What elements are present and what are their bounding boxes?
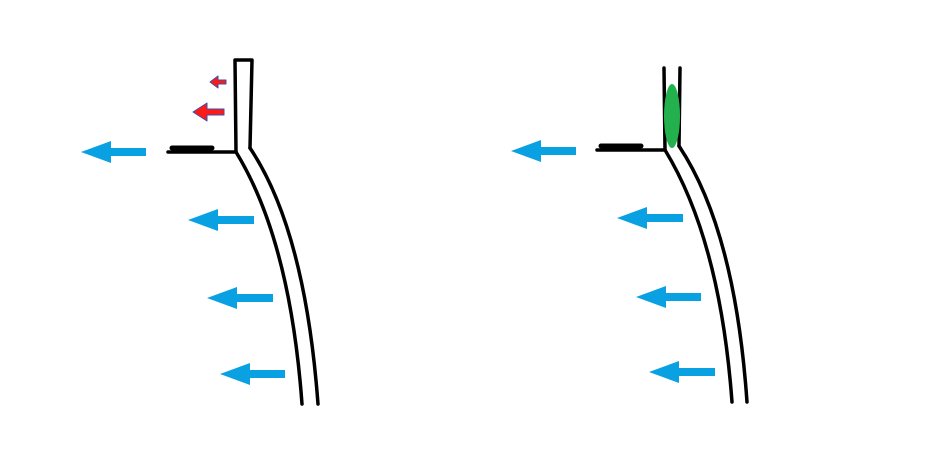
pipe-wall-outer bbox=[677, 144, 749, 404]
left-panel bbox=[81, 58, 320, 406]
pipe-wall-inner bbox=[663, 148, 734, 404]
flow-arrow bbox=[636, 286, 701, 308]
flow-arrow bbox=[511, 140, 576, 162]
flow-arrow bbox=[81, 141, 146, 163]
flow-arrow bbox=[220, 363, 285, 385]
flow-arrow bbox=[207, 287, 273, 309]
force-arrow-small bbox=[209, 75, 227, 89]
pipe-wall-outer bbox=[248, 146, 320, 406]
seal-plug bbox=[664, 84, 680, 148]
force-arrow-large bbox=[192, 102, 225, 122]
pipe-wall-inner bbox=[234, 150, 304, 406]
left-force-arrows bbox=[192, 75, 227, 122]
left-flow-arrows bbox=[81, 141, 285, 385]
flow-arrow bbox=[617, 207, 683, 229]
right-flow-arrows bbox=[511, 140, 715, 383]
flow-arrow bbox=[649, 361, 715, 383]
right-panel bbox=[511, 66, 749, 404]
upper-stub-tube bbox=[233, 58, 254, 154]
flow-arrow bbox=[188, 209, 254, 231]
